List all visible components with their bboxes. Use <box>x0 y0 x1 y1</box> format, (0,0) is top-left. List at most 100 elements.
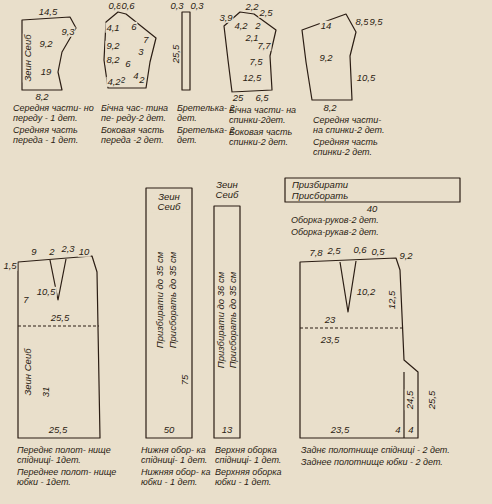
dimension-label: Присборать до 35 см <box>168 251 178 350</box>
lower-ruffle-piece <box>146 188 192 438</box>
dimension-label: 9 <box>30 247 37 257</box>
piece-caption: Нижняя обор- ка юбки - 1 дет. <box>140 468 214 488</box>
dimension-label: 23 <box>324 315 337 325</box>
dimension-label: Зеин Сеиб <box>148 192 190 213</box>
dimension-label: 25,5 <box>50 313 71 323</box>
dimension-label: 25,5 <box>48 425 69 435</box>
dimension-label: Призбирати до 36 см <box>216 271 226 369</box>
piece-caption: Заднє полотнище спідниці - 2 дет. <box>300 446 452 456</box>
dimension-label: 9,5 <box>368 17 383 27</box>
piece-caption: Боковая часть переда -2 дет. <box>100 126 176 146</box>
dimension-label: 1,5 <box>2 261 17 271</box>
dimension-label: 7,7 <box>256 41 271 51</box>
dimension-label: 9,2 <box>38 39 53 49</box>
dimension-label: 8,2 <box>105 55 120 65</box>
dimension-label: 19 <box>40 67 53 77</box>
dimension-label: 2,5 <box>326 246 341 256</box>
dimension-label: 4 <box>407 425 414 435</box>
dimension-label: 7 <box>142 35 149 45</box>
dimension-label: Зеин Сеиб <box>23 33 33 82</box>
dimension-label: Присборать до 35 см <box>228 271 238 370</box>
dimension-label: 9,2 <box>105 41 120 51</box>
back-side-piece <box>224 12 276 92</box>
dimension-label: 23,5 <box>320 335 341 345</box>
back-middle-piece <box>302 14 356 100</box>
hip-line <box>300 327 404 328</box>
piece-caption: Заднее полотнище юбки - 2 дет. <box>300 458 452 468</box>
dimension-label: 25,5 <box>171 44 181 65</box>
dimension-label: 75 <box>180 374 190 387</box>
dimension-label: 10 <box>78 247 91 257</box>
dimension-label: 14,5 <box>38 7 59 17</box>
front-middle-piece <box>22 17 76 90</box>
dimension-label: 12,5 <box>242 73 263 83</box>
dimension-label: 2,5 <box>258 8 273 18</box>
dimension-label: 40 <box>366 204 379 214</box>
piece-caption: Средняя часть спинки-2 дет. <box>312 138 394 158</box>
piece-caption: Оборка-рукав-2 дет. <box>290 228 462 238</box>
upper-ruffle-piece <box>214 206 240 438</box>
dimension-label: 4 <box>394 425 401 435</box>
dimension-label: Призбирати <box>291 180 349 190</box>
dimension-label: 0,5 <box>370 247 385 257</box>
piece-caption: Верхняя оборка юбки - 1 дет. <box>214 468 298 488</box>
dimension-label: 8,2 <box>34 92 49 102</box>
dimension-label: 23,5 <box>330 425 351 435</box>
dimension-label: 4,2 <box>106 77 121 87</box>
dimension-label: 2 <box>48 247 55 257</box>
dimension-label: Зеин Сеиб <box>23 347 33 396</box>
dimension-label: 12,5 <box>387 290 397 311</box>
strap-piece <box>182 12 190 90</box>
piece-caption: Середня части- но переду - 1 дет. <box>12 104 98 124</box>
piece-caption: Средняя часть переда - 1 дет. <box>12 126 98 146</box>
dimension-label: 2 <box>138 75 145 85</box>
piece-caption: Переднее полот- нище юбки - 1дет. <box>16 468 118 488</box>
dimension-label: Призбирати до 35 см <box>155 251 165 349</box>
dimension-label: 7,5 <box>248 57 263 67</box>
dimension-label: 50 <box>163 425 176 435</box>
dimension-label: 0,3 <box>189 1 204 11</box>
dimension-label: 9,3 <box>60 27 75 37</box>
dimension-label: 10,2 <box>356 287 377 297</box>
dimension-label: 24,5 <box>405 390 415 411</box>
piece-caption: Оборка-руков-2 дет. <box>290 216 462 226</box>
dimension-label: 13 <box>221 425 234 435</box>
dimension-label: 2,3 <box>60 244 75 254</box>
dimension-label: Присборать <box>291 191 349 201</box>
dimension-label: 9,2 <box>318 53 333 63</box>
back-skirt-piece <box>300 258 418 438</box>
dimension-label: 10,5 <box>356 73 377 83</box>
piece-caption: Переднє полот- нище спідниці- 1дет. <box>16 446 118 466</box>
dimension-label: 14 <box>320 21 333 31</box>
dimension-label: 7,8 <box>308 248 323 258</box>
piece-caption: Бретелька- 2 дет. <box>176 126 236 146</box>
dimension-label: 25 <box>232 93 245 103</box>
dimension-label: 4,1 <box>105 23 120 33</box>
dimension-label: 3 <box>137 47 144 57</box>
back-skirt-dart <box>340 261 356 312</box>
piece-caption: Боковая часть спинки-2 дет. <box>228 128 308 148</box>
dimension-label: 4,2 <box>233 21 248 31</box>
dimension-label: 6 <box>130 22 137 32</box>
dimension-label: 3,9 <box>218 13 233 23</box>
dimension-label: 10,5 <box>36 287 57 297</box>
dimension-label: 0,3 <box>169 1 184 11</box>
front-skirt-piece <box>18 256 100 438</box>
sleeve-ruffle-piece <box>285 178 460 202</box>
dimension-label: 7 <box>22 295 29 305</box>
dimension-label: 8,2 <box>322 103 337 113</box>
hip-line <box>18 325 99 326</box>
dimension-label: 8,5 <box>354 17 369 27</box>
piece-caption: Бретелька- 2 дет. <box>176 104 236 124</box>
dimension-label: 6 <box>124 59 131 69</box>
dimension-label: Зеин Сеиб <box>206 180 248 201</box>
dimension-label: 6,5 <box>254 93 269 103</box>
piece-caption: Бічна части- на спинки-2дет. <box>228 106 308 126</box>
dimension-label: 31 <box>41 386 51 399</box>
piece-caption: Бічна час- тина пе- реду-2 дет. <box>100 104 174 124</box>
dimension-label: 0,6 <box>120 1 135 11</box>
dimension-label: 0,6 <box>352 245 367 255</box>
dimension-label: 2,2 <box>244 2 259 12</box>
piece-caption: Нижня обор- ка спідниці- 1 дет. <box>140 446 214 466</box>
front-side-piece <box>104 12 156 88</box>
